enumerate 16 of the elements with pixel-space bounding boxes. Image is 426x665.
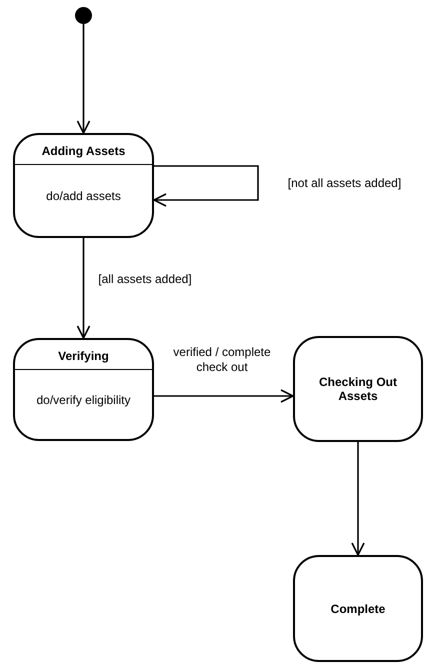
state-activity: do/verify eligibility bbox=[36, 392, 131, 406]
transition-arrow bbox=[154, 389, 294, 403]
state-box bbox=[13, 338, 154, 441]
state-name: Complete bbox=[330, 602, 386, 616]
state-box bbox=[293, 336, 423, 442]
self-transition-arrow bbox=[153, 165, 259, 207]
state-name: Checking Out Assets bbox=[318, 375, 398, 403]
state-name: Verifying bbox=[15, 340, 152, 370]
state-box bbox=[13, 133, 154, 238]
transition-arrow bbox=[351, 442, 365, 556]
state-name: Adding Assets bbox=[15, 135, 152, 165]
transition-arrow bbox=[76, 238, 90, 339]
state-box bbox=[293, 555, 423, 662]
transition-arrow bbox=[76, 24, 90, 134]
initial-state-dot bbox=[75, 7, 92, 24]
state-activity: do/add assets bbox=[46, 188, 121, 202]
